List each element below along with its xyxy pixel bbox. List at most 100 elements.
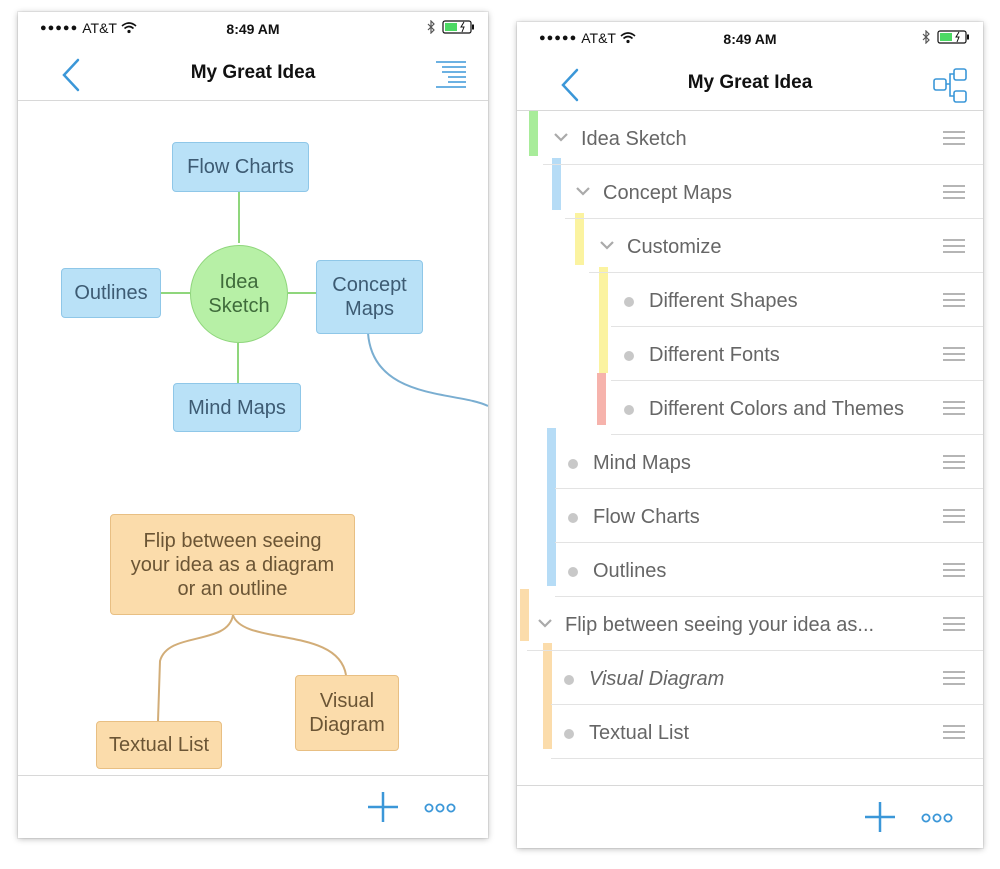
outline-row[interactable]: Idea Sketch (543, 111, 983, 165)
carrier: ●●●●● AT&T (40, 20, 137, 36)
drag-handle-icon[interactable] (943, 292, 965, 308)
connector-lines (157, 191, 488, 722)
node-concept-maps[interactable]: Concept Maps (316, 260, 423, 334)
level-bar-orange (520, 589, 529, 641)
outline-row-label: Different Colors and Themes (649, 398, 904, 420)
outline-row-label: Textual List (589, 722, 690, 744)
drag-handle-icon[interactable] (943, 616, 965, 632)
drag-handle-icon[interactable] (943, 454, 965, 470)
nav-bar: My Great Idea (517, 56, 983, 111)
drag-handle-icon[interactable] (943, 130, 965, 146)
bullet-icon (624, 351, 634, 361)
status-bar: ●●●●● AT&T 8:49 AM (18, 12, 488, 46)
node-visual-diagram[interactable]: Visual Diagram (295, 675, 399, 751)
outline-screen: ●●●●● AT&T 8:49 AM My Great Idea (517, 22, 983, 848)
level-bar-red (597, 373, 606, 425)
node-textual-list[interactable]: Textual List (96, 721, 222, 769)
bullet-icon (568, 513, 578, 523)
outline-row-label: Outlines (593, 560, 667, 582)
outline-row-label: Different Shapes (649, 290, 798, 312)
battery-icon (937, 30, 969, 44)
drag-handle-icon[interactable] (943, 508, 965, 524)
more-dots-icon[interactable] (921, 812, 953, 824)
carrier: ●●●●● AT&T (539, 30, 636, 46)
drag-handle-icon[interactable] (943, 400, 965, 416)
wifi-icon (620, 32, 636, 44)
status-bar: ●●●●● AT&T 8:49 AM (517, 22, 983, 56)
outline-row-label: Idea Sketch (581, 128, 687, 150)
status-right (922, 30, 971, 44)
outline-row-label: Concept Maps (603, 182, 732, 204)
level-bar-green (529, 111, 538, 156)
outline-row[interactable]: Different Shapes (611, 273, 983, 327)
node-flip-note[interactable]: Flip between seeing your idea as a diagr… (110, 514, 355, 615)
more-dots-icon[interactable] (424, 802, 456, 814)
drag-handle-icon[interactable] (943, 238, 965, 254)
status-right (427, 20, 476, 34)
plus-icon[interactable] (863, 800, 897, 834)
node-idea-sketch[interactable]: Idea Sketch (190, 245, 288, 343)
outline-row-label: Different Fonts (649, 344, 780, 366)
drag-handle-icon[interactable] (943, 670, 965, 686)
back-icon[interactable] (56, 56, 86, 94)
outline-row[interactable]: Outlines (555, 543, 983, 597)
outline-row[interactable]: Textual List (551, 705, 983, 759)
outline-row-label: Flow Charts (593, 506, 700, 528)
page-title: My Great Idea (687, 72, 813, 93)
carrier-label: AT&T (581, 30, 616, 46)
level-bar-orange-2 (543, 643, 552, 749)
bluetooth-icon (922, 30, 930, 44)
status-time: 8:49 AM (723, 31, 777, 47)
outline-row[interactable]: Different Fonts (611, 327, 983, 381)
level-bar-blue-2 (547, 428, 556, 586)
outline-row-label: Flip between seeing your idea as... (565, 614, 875, 636)
drag-handle-icon[interactable] (943, 562, 965, 578)
outline-row[interactable]: Mind Maps (555, 435, 983, 489)
page-title: My Great Idea (190, 62, 316, 83)
level-bar-yellow (575, 213, 584, 265)
chevron-down-icon[interactable] (599, 239, 615, 251)
battery-icon (442, 20, 474, 34)
bullet-icon (564, 729, 574, 739)
node-mind-maps[interactable]: Mind Maps (173, 383, 301, 432)
outline-row-label: Mind Maps (593, 452, 691, 474)
plus-icon[interactable] (366, 790, 400, 824)
wifi-icon (121, 22, 137, 34)
node-outlines[interactable]: Outlines (61, 268, 161, 318)
outline-row[interactable]: Visual Diagram (551, 651, 983, 705)
bottom-toolbar (18, 775, 488, 838)
signal-icon: ●●●●● (40, 22, 79, 34)
diagram-canvas[interactable]: Flow Charts Outlines Idea Sketch Concept… (18, 101, 488, 776)
bullet-icon (568, 567, 578, 577)
carrier-label: AT&T (82, 20, 117, 36)
outline-row[interactable]: Flow Charts (555, 489, 983, 543)
chevron-down-icon[interactable] (575, 185, 591, 197)
chevron-down-icon[interactable] (553, 131, 569, 143)
outline-view-icon[interactable] (434, 58, 468, 92)
back-icon[interactable] (555, 66, 585, 104)
diagram-view-icon[interactable] (931, 68, 969, 104)
level-bar-yellow-2 (599, 267, 608, 373)
drag-handle-icon[interactable] (943, 346, 965, 362)
node-flow-charts[interactable]: Flow Charts (172, 142, 309, 192)
bullet-icon (568, 459, 578, 469)
drag-handle-icon[interactable] (943, 184, 965, 200)
outline-row[interactable]: Concept Maps (565, 165, 983, 219)
drag-handle-icon[interactable] (943, 724, 965, 740)
bottom-toolbar (517, 785, 983, 848)
outline-row-label: Visual Diagram (589, 668, 725, 690)
outline-row[interactable]: Customize (589, 219, 983, 273)
nav-bar: My Great Idea (18, 46, 488, 101)
chevron-down-icon[interactable] (537, 617, 553, 629)
bluetooth-icon (427, 20, 435, 34)
signal-icon: ●●●●● (539, 32, 578, 44)
bullet-icon (564, 675, 574, 685)
outline-row-label: Customize (627, 236, 722, 258)
bullet-icon (624, 297, 634, 307)
outline-row[interactable]: Different Colors and Themes (611, 381, 983, 435)
bullet-icon (624, 405, 634, 415)
outline-row[interactable]: Flip between seeing your idea as... (527, 597, 983, 651)
status-time: 8:49 AM (226, 21, 280, 37)
level-bar-blue (552, 158, 561, 210)
